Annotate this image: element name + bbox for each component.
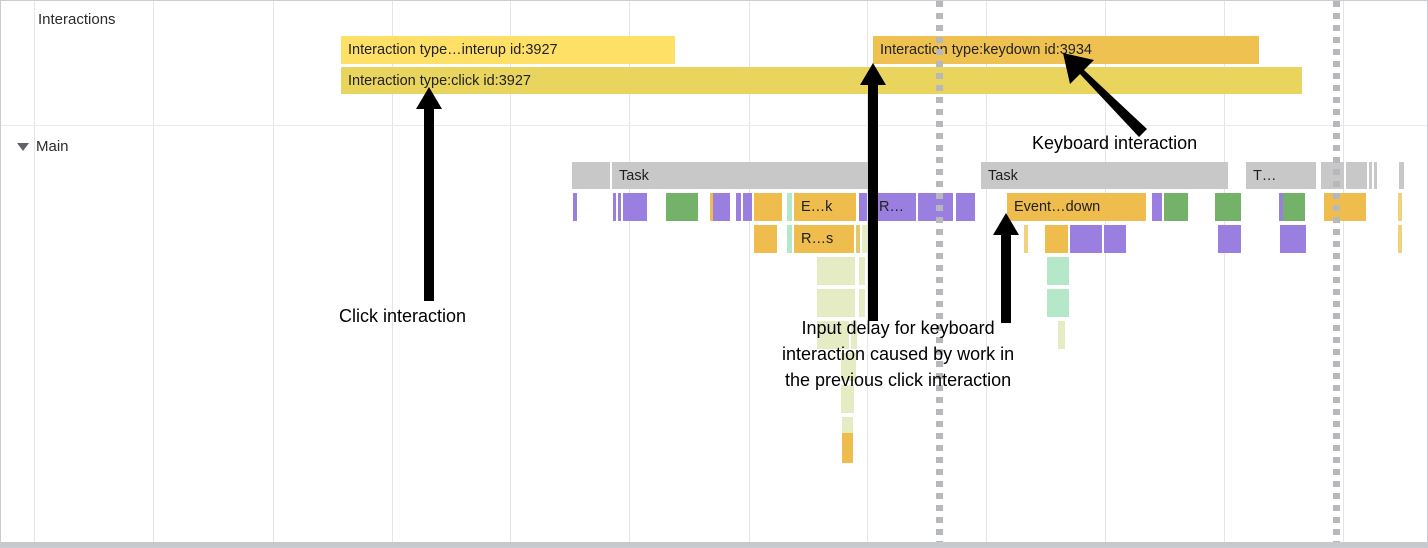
event-block[interactable]: [1398, 225, 1402, 253]
annotation-keyboard-interaction: Keyboard interaction: [1032, 133, 1198, 153]
gridline: [749, 1, 750, 547]
event-block-label: R…: [879, 199, 904, 215]
horizontal-scrollbar[interactable]: [1, 542, 1427, 547]
task-bar[interactable]: [572, 162, 610, 189]
gridline: [34, 1, 35, 547]
gridline: [273, 1, 274, 547]
event-block[interactable]: [1215, 193, 1241, 221]
event-block[interactable]: [613, 193, 616, 221]
task-bar[interactable]: [1346, 162, 1367, 189]
event-block[interactable]: [851, 321, 857, 349]
marker-line-breakpoint-2: [1333, 1, 1340, 547]
event-block[interactable]: [817, 289, 855, 317]
event-block[interactable]: [1164, 193, 1188, 221]
event-block[interactable]: [842, 433, 853, 463]
event-block[interactable]: [1047, 257, 1069, 285]
task-bar[interactable]: Task: [612, 162, 875, 189]
track-divider: [1, 125, 1427, 126]
arrow-input-delay-2: [993, 213, 1019, 323]
event-block-label: E…k: [801, 199, 833, 215]
gridline: [392, 1, 393, 547]
event-block-label: R…s: [801, 231, 834, 247]
interaction-bar-pointerup-label: Interaction type…interup id:3927: [348, 42, 558, 58]
interaction-bar-click-label: Interaction type:click id:3927: [348, 72, 531, 89]
event-block[interactable]: [1024, 225, 1028, 253]
arrow-input-delay-1: [860, 63, 886, 321]
event-block[interactable]: E…k: [794, 193, 856, 221]
event-block[interactable]: [1283, 193, 1305, 221]
task-bar-label: Task: [988, 167, 1018, 184]
event-block[interactable]: [743, 193, 752, 221]
task-bar-label: T…: [1253, 167, 1277, 184]
event-block[interactable]: [1104, 225, 1126, 253]
event-block[interactable]: [666, 193, 698, 221]
event-block[interactable]: [754, 193, 782, 221]
gridline: [629, 1, 630, 547]
interaction-bar-pointerup[interactable]: Interaction type…interup id:3927: [341, 36, 675, 64]
event-block[interactable]: [710, 193, 713, 221]
event-block[interactable]: [1218, 225, 1241, 253]
event-block[interactable]: [817, 257, 855, 285]
gridline: [1224, 1, 1225, 547]
event-block[interactable]: [736, 193, 741, 221]
event-block[interactable]: [1045, 225, 1068, 253]
gridline: [153, 1, 154, 547]
interaction-bar-keydown-label: Interaction type:keydown id:3934: [880, 42, 1092, 58]
event-block[interactable]: [841, 353, 856, 381]
event-block[interactable]: [1047, 289, 1069, 317]
event-block[interactable]: [1279, 193, 1283, 221]
triangle-down-icon[interactable]: [17, 143, 29, 151]
event-block[interactable]: [1058, 321, 1065, 349]
event-block[interactable]: [787, 225, 792, 253]
gridline: [1105, 1, 1106, 547]
annotation-input-delay: Input delay for keyboard interaction cau…: [782, 318, 1015, 391]
track-label-main: Main: [36, 138, 69, 155]
event-block[interactable]: [623, 193, 647, 221]
arrow-click-interaction: [416, 87, 442, 301]
event-block[interactable]: [841, 385, 854, 413]
task-bar[interactable]: Task: [981, 162, 1228, 189]
event-block[interactable]: [787, 193, 792, 221]
track-label-interactions: Interactions: [38, 11, 116, 28]
event-block[interactable]: [1398, 193, 1402, 221]
task-bar[interactable]: T…: [1246, 162, 1316, 189]
event-block[interactable]: R…s: [794, 225, 854, 253]
event-block[interactable]: [713, 193, 730, 221]
event-block[interactable]: [1280, 225, 1306, 253]
annotation-click-interaction: Click interaction: [339, 306, 467, 326]
event-block[interactable]: [856, 225, 860, 253]
task-bar-label: Task: [619, 167, 649, 184]
event-block[interactable]: [918, 193, 953, 221]
interaction-bar-click[interactable]: Interaction type:click id:3927: [341, 67, 1302, 94]
event-block[interactable]: [862, 225, 867, 253]
event-block[interactable]: [754, 225, 777, 253]
event-block[interactable]: [817, 321, 849, 349]
event-block[interactable]: [859, 289, 865, 317]
task-bar[interactable]: [1374, 162, 1377, 189]
event-block[interactable]: [859, 193, 867, 221]
event-block[interactable]: [842, 417, 853, 445]
task-bar[interactable]: [1399, 162, 1404, 189]
event-block[interactable]: [1070, 225, 1102, 253]
gridline: [867, 1, 868, 547]
event-block[interactable]: [1152, 193, 1162, 221]
marker-line-breakpoint-1: [936, 1, 943, 547]
event-block[interactable]: [859, 257, 865, 285]
event-block[interactable]: [573, 193, 577, 221]
gridline: [1343, 1, 1344, 547]
event-block-label: Event…down: [1014, 199, 1101, 215]
task-bar[interactable]: [1369, 162, 1372, 189]
event-block[interactable]: [956, 193, 975, 221]
event-block[interactable]: Event…down: [1007, 193, 1146, 221]
gridline: [986, 1, 987, 547]
arrow-keyboard-interaction: [1063, 53, 1147, 137]
gridline: [510, 1, 511, 547]
event-block[interactable]: [1324, 193, 1366, 221]
event-block[interactable]: [618, 193, 621, 221]
event-block[interactable]: R…: [872, 193, 916, 221]
